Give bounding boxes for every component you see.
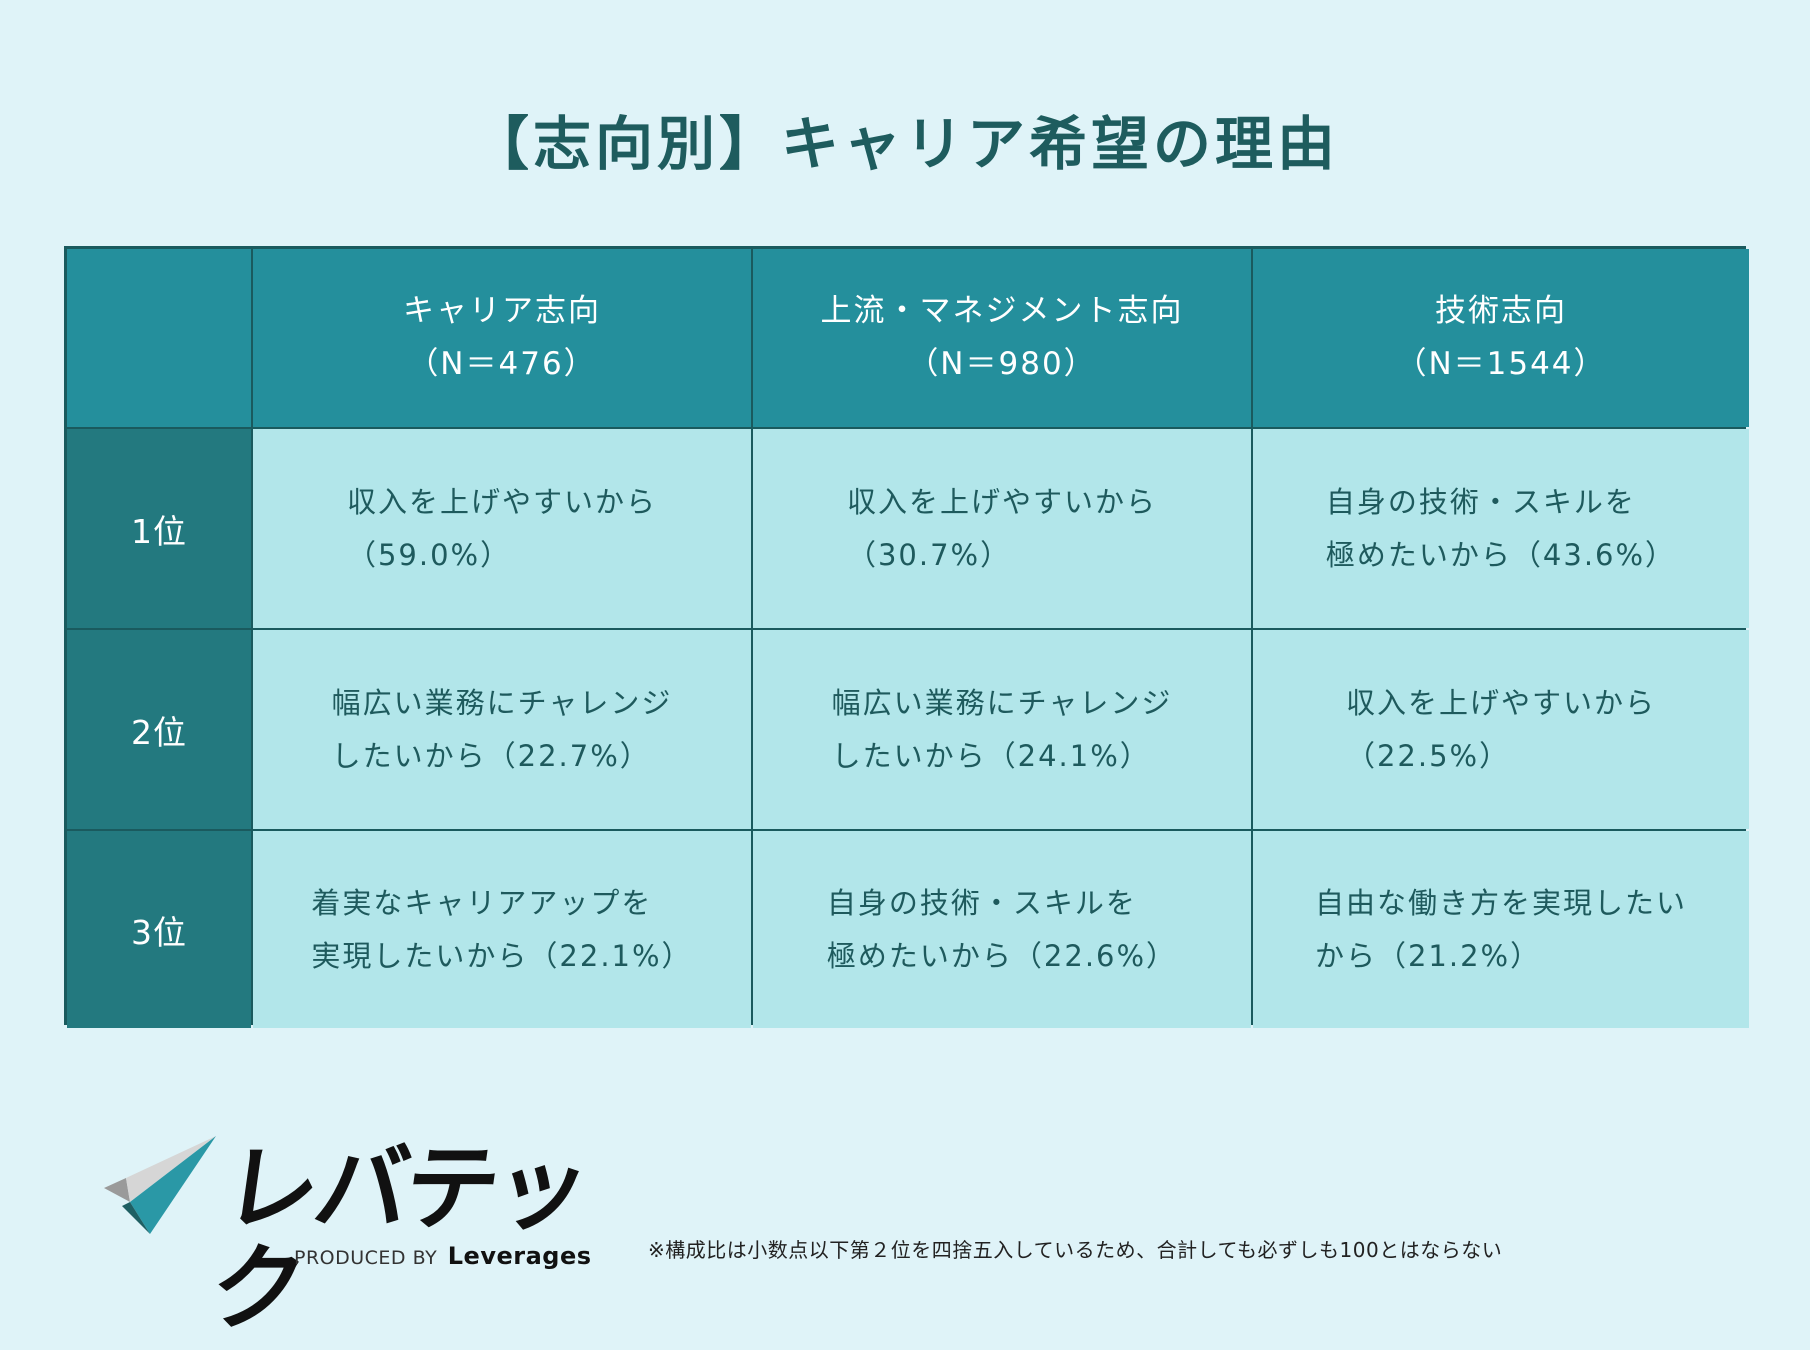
column-header-label: キャリア志向 [403,293,601,329]
footnote: ※構成比は小数点以下第２位を四捨五入しているため、合計しても必ずしも100とはな… [648,1238,1503,1262]
column-header-n: （N＝476） [407,346,597,382]
cell-line: （22.5%） [1345,738,1511,773]
table-corner-cell [67,249,251,427]
cell-line: 極めたいから（22.6%） [826,938,1178,973]
column-header-career: キャリア志向 （N＝476） [253,249,751,427]
page-title: 【志向別】キャリア希望の理由 [470,110,1339,178]
column-header-technical: 技術志向 （N＝1544） [1253,249,1749,427]
table-cell: 幅広い業務にチャレンジ したいから（22.7%） [253,630,751,829]
table-cell: 着実なキャリアアップを 実現したいから（22.1%） [253,831,751,1028]
cell-line: 幅広い業務にチャレンジ [831,685,1173,720]
cell-line: 実現したいから（22.1%） [311,938,693,973]
levtech-logo: レバテック PRODUCED BY Leverages [100,1132,593,1344]
cell-line: （30.7%） [846,537,1012,572]
cell-line: 極めたいから（43.6%） [1325,537,1677,572]
table-cell: 幅広い業務にチャレンジ したいから（24.1%） [753,630,1251,829]
table-cell: 自身の技術・スキルを 極めたいから（43.6%） [1253,429,1749,628]
cell-line: 収入を上げやすいから [846,484,1157,519]
paper-plane-triangle-icon [104,1136,216,1234]
column-header-n: （N＝980） [907,346,1097,382]
cell-line: 収入を上げやすいから [346,484,657,519]
table-cell: 収入を上げやすいから （30.7%） [753,429,1251,628]
reasons-table: キャリア志向 （N＝476） 上流・マネジメント志向 （N＝980） 技術志向 … [64,246,1749,1028]
cell-line: したいから（22.7%） [331,738,651,773]
cell-line: 着実なキャリアアップを [311,885,653,920]
column-header-n: （N＝1544） [1395,346,1607,382]
logo-wordmark: レバテック [203,1135,593,1344]
table-cell: 収入を上げやすいから （59.0%） [253,429,751,628]
cell-line: 自身の技術・スキルを [1325,484,1636,519]
produced-by-text: PRODUCED BY Leverages [294,1242,592,1270]
rank-label-3: 3位 [67,831,251,1028]
cell-line: 収入を上げやすいから [1345,685,1656,720]
cell-line: 自由な働き方を実現したい [1314,885,1687,920]
column-header-label: 上流・マネジメント志向 [820,293,1184,329]
produced-by-label: PRODUCED BY [294,1247,438,1269]
table-cell: 収入を上げやすいから （22.5%） [1253,630,1749,829]
company-name: Leverages [447,1242,592,1270]
cell-line: 自身の技術・スキルを [826,885,1137,920]
table-cell: 自由な働き方を実現したい から（21.2%） [1253,831,1749,1028]
rank-label-2: 2位 [67,630,251,829]
cell-line: 幅広い業務にチャレンジ [331,685,673,720]
column-header-label: 技術志向 [1435,293,1567,329]
column-header-management: 上流・マネジメント志向 （N＝980） [753,249,1251,427]
cell-line: したいから（24.1%） [831,738,1151,773]
table-cell: 自身の技術・スキルを 極めたいから（22.6%） [753,831,1251,1028]
cell-line: から（21.2%） [1314,938,1542,973]
cell-line: （59.0%） [346,537,512,572]
rank-label-1: 1位 [67,429,251,628]
